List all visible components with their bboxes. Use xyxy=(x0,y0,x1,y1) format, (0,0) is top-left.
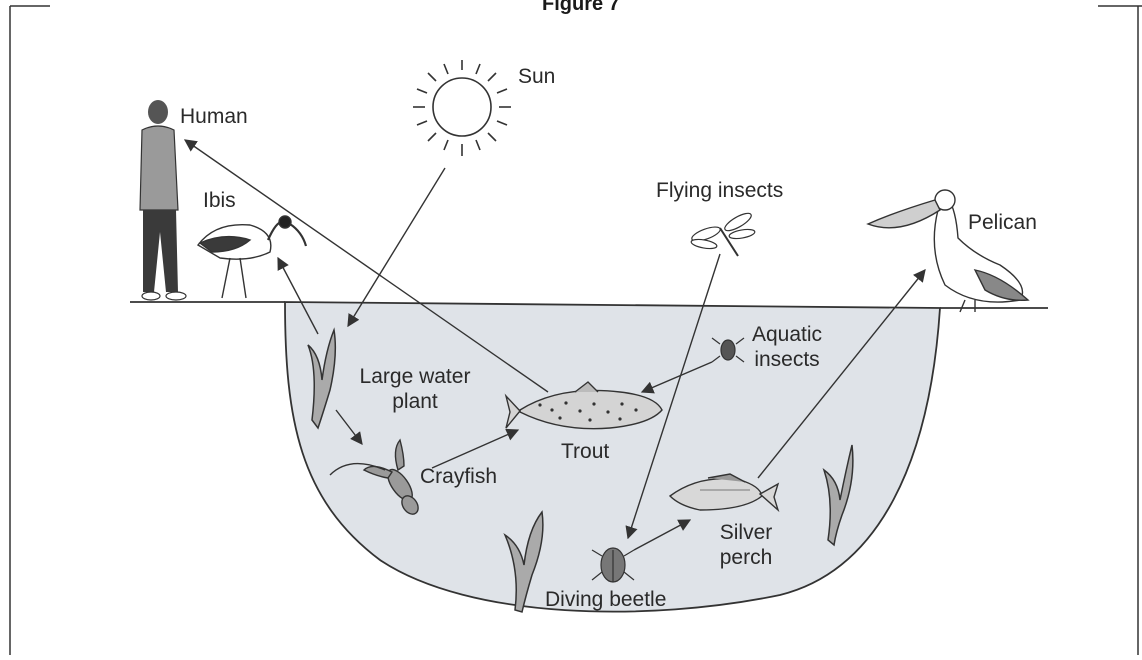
ibis-icon xyxy=(198,216,306,298)
label-large-water-plant-line2: plant xyxy=(340,389,490,414)
sun-icon xyxy=(413,60,511,156)
dragonfly-icon xyxy=(690,210,755,256)
label-aquatic-insects-line2: insects xyxy=(742,347,832,372)
label-large-water-plant-line1: Large water xyxy=(340,364,490,389)
label-silver-perch-line2: perch xyxy=(706,545,786,570)
figure-title: Figure 7 xyxy=(542,0,620,16)
label-pelican: Pelican xyxy=(968,210,1037,235)
human-icon xyxy=(140,100,186,300)
pelican-icon xyxy=(868,190,1028,312)
label-diving-beetle: Diving beetle xyxy=(545,587,666,612)
label-aquatic-insects: Aquatic insects xyxy=(742,322,832,372)
label-silver-perch: Silver perch xyxy=(706,520,786,570)
label-ibis: Ibis xyxy=(203,188,236,213)
label-human: Human xyxy=(180,104,248,129)
label-flying-insects: Flying insects xyxy=(656,178,783,203)
label-silver-perch-line1: Silver xyxy=(706,520,786,545)
label-aquatic-insects-line1: Aquatic xyxy=(742,322,832,347)
label-crayfish: Crayfish xyxy=(420,464,497,489)
label-sun: Sun xyxy=(518,64,555,89)
label-large-water-plant: Large water plant xyxy=(340,364,490,414)
label-trout: Trout xyxy=(561,439,609,464)
